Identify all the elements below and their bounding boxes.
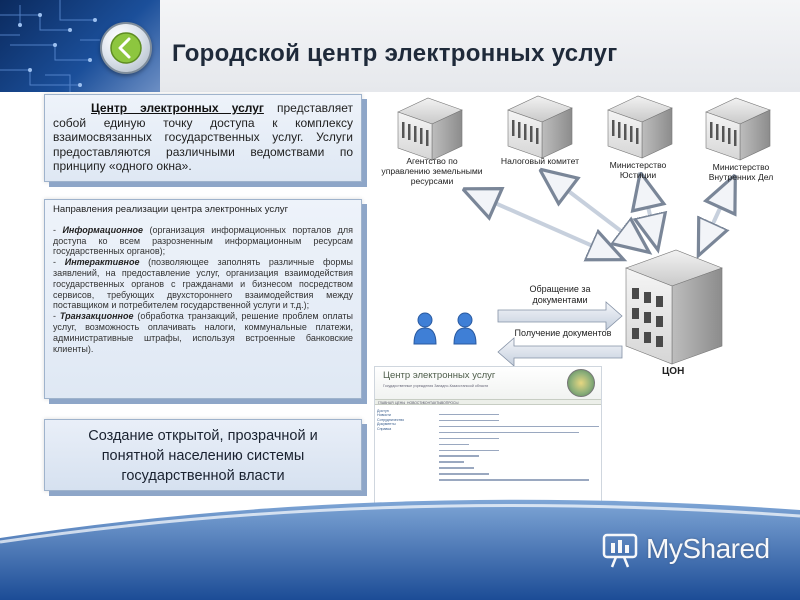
connection-arrows: [470, 174, 732, 258]
website-screenshot: Центр электронных услуг Государственные …: [374, 366, 602, 513]
request-arrow: [497, 301, 623, 331]
direction-text: (организация информационных порталов для…: [53, 224, 354, 257]
website-content: [439, 409, 599, 485]
diagram-graphics: [397, 95, 771, 367]
building-icon: [507, 95, 573, 159]
direction-keyword: Интерактивное: [64, 257, 140, 268]
watermark: MyShared: [600, 527, 770, 571]
direction-item: - Информационное (организация информацио…: [53, 224, 354, 257]
service-diagram: Агентство по управлению земельными ресур…: [370, 90, 800, 380]
website-nav: ГЛАВНАЯ ЦЕНЫ НОВОСТИ КОНТАКТЫ ВОПРОСЫ: [375, 399, 601, 405]
building-icon: [607, 95, 673, 159]
receive-arrow: [497, 337, 623, 367]
goal-text: Создание открытой, прозрачной и понятной…: [88, 428, 318, 484]
watermark-text: MyShared: [646, 533, 770, 564]
nav-item: ГЛАВНАЯ: [378, 400, 394, 405]
page-title: Городской центр электронных услуг: [172, 40, 618, 67]
con-label: ЦОН: [662, 366, 685, 377]
building-label: Агентство по управлению земельными ресур…: [381, 156, 483, 186]
con-building-icon: [625, 249, 723, 365]
website-sidebar: Доступ Новости Сотрудничество Документы …: [377, 409, 405, 431]
presentation-icon: [602, 533, 638, 568]
website-subtitle: Государственные учреждения Западно-Казах…: [383, 384, 489, 388]
website-name: Центр электронных услуг: [383, 370, 496, 381]
emblem-icon: [567, 369, 595, 397]
nav-item: КОНТАКТЫ: [423, 400, 442, 405]
building-icon: [397, 97, 463, 161]
intro-text-box: Центр электронных услуг представляет соб…: [44, 94, 362, 182]
direction-keyword: Транзакционное: [59, 311, 134, 322]
direction-text: (позволяющее заполнять различные формы з…: [53, 257, 354, 311]
circuit-pattern-icon: [0, 0, 100, 92]
direction-item: - Интерактивное (позволяющее заполнять р…: [53, 257, 354, 311]
nav-item: ЦЕНЫ: [395, 400, 406, 405]
footer-swoosh: [0, 499, 800, 600]
citizen-icon: [453, 312, 477, 345]
back-button[interactable]: [100, 22, 152, 74]
nav-item: НОВОСТИ: [407, 400, 424, 405]
building-label: Министерство Юстиции: [609, 160, 667, 180]
receive-label: Получение документов: [514, 328, 612, 338]
building-label: Налоговый комитет: [500, 156, 580, 166]
chevron-left-icon: [110, 32, 142, 64]
building-icon: [705, 97, 771, 161]
direction-keyword: Информационное: [62, 224, 144, 235]
goal-text-box: Создание открытой, прозрачной и понятной…: [44, 419, 362, 491]
intro-lead: Центр электронных услуг: [91, 101, 264, 115]
slide-header: Городской центр электронных услуг: [0, 0, 800, 92]
nav-item: ВОПРОСЫ: [441, 400, 459, 405]
directions-text-box: Направления реализации центра электронны…: [44, 199, 362, 399]
direction-text: (обработка транзакций, решение проблем о…: [53, 311, 354, 354]
intro-text: представляет собой единую точку доступа …: [53, 101, 353, 173]
direction-item: - Транзакционное (обработка транзакций, …: [53, 311, 354, 354]
directions-heading: Направления реализации центра электронны…: [53, 204, 289, 215]
request-label: Обращение за документами: [529, 284, 591, 305]
building-label: Министерство Внутренних Дел: [708, 162, 774, 182]
citizen-icon: [413, 312, 437, 345]
